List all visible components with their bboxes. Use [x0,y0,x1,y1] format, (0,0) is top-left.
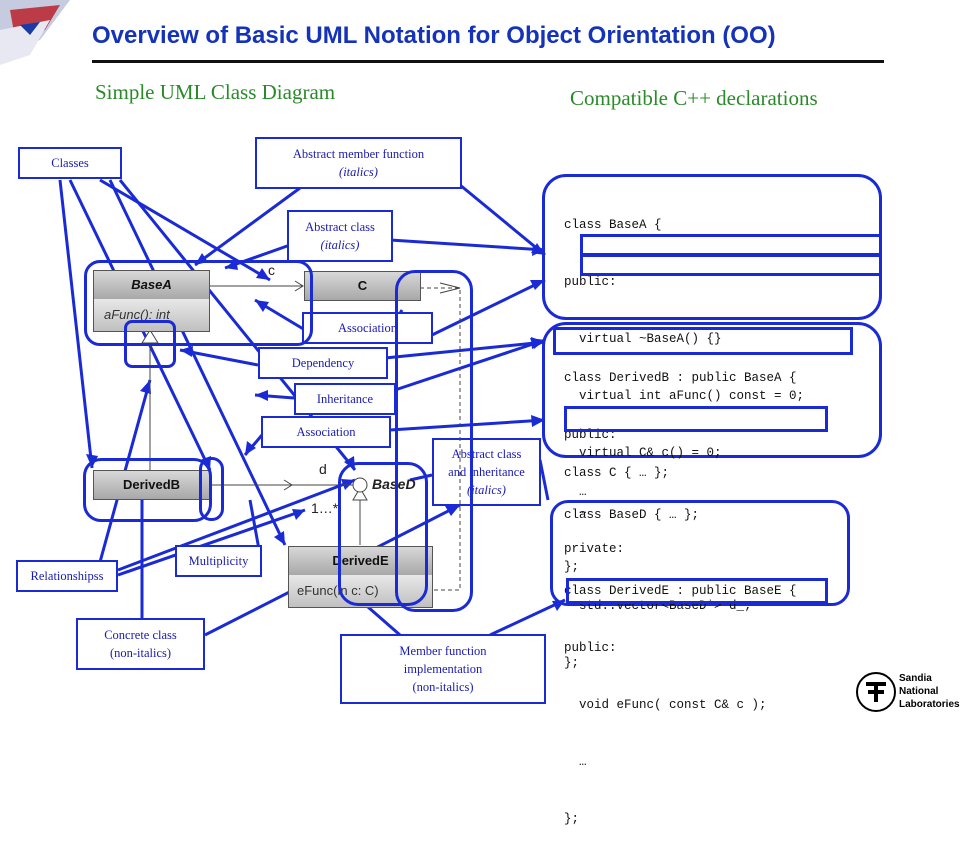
callout-concrete-class-label-1: Concrete class [104,627,177,642]
page-title: Overview of Basic UML Notation for Objec… [92,22,776,49]
class-derived-e-name: DerivedE [289,547,432,575]
code-panel-derived-e [550,500,850,606]
callout-multiplicity-label: Multiplicity [188,553,249,568]
callout-concrete-class-label-2: (non-italics) [109,646,172,660]
callout-association-top-label: Association [337,320,398,335]
code-line: }; [564,812,580,826]
code-line: public: [564,641,617,655]
logo-line-3: Laboratories [899,699,960,710]
highlight-code-vector [564,406,828,432]
logo-line-1: Sandia [899,673,932,684]
callout-member-function-implementation-label-1: Member function [399,643,487,658]
callout-multiplicity: Multiplicity [175,545,262,577]
callout-abstract-class-label: Abstract class [305,219,375,234]
callout-abstract-class-inheritance-label-1: Abstract class [451,446,522,461]
highlight-inheritance-arrow [124,320,176,368]
class-base-a-name: BaseA [94,271,209,299]
code-line: … [564,755,587,769]
code-base-a: class BaseA { public: virtual ~BaseA() {… [564,178,804,596]
highlight-code-efunc [566,578,828,604]
code-line: void eFunc( const C& c ); [564,698,767,712]
highlight-association-end [199,457,224,521]
callout-abstract-member-function-note: (italics) [339,165,378,179]
code-derived-e: class DerivedE : public BaseE { public: … [564,544,797,848]
highlight-code-derived-b-header [553,327,853,355]
class-derived-b-name: DerivedB [94,471,209,499]
callout-member-function-implementation-label-2: implementation [403,661,483,676]
code-class-c: class C { … }; [564,466,670,480]
class-derived-e: DerivedE eFunc(in c: C) [288,546,433,608]
callout-inheritance-label: Inheritance [316,391,374,406]
sandia-thunderbird-icon [866,682,886,702]
sandia-logo-mark [856,672,896,712]
callout-abstract-class: Abstract class (italics) [287,210,393,262]
class-derived-b: DerivedB [93,470,210,500]
callout-dependency-label: Dependency [291,355,355,370]
callout-concrete-class: Concrete class (non-italics) [76,618,205,670]
highlight-derived-b [83,458,212,522]
highlight-base-d [338,462,428,606]
callout-inheritance: Inheritance [294,383,396,415]
callout-classes-label: Classes [51,155,89,170]
code-line: class BaseA { [564,218,662,232]
class-base-d-name: BaseD [372,476,416,492]
callout-relationships: Relationshipss [16,560,118,592]
callout-dependency: Dependency [258,347,388,379]
flag-logo-decoration [0,0,70,65]
title-divider [92,60,884,63]
code-line: public: [564,275,617,289]
callout-abstract-class-inheritance: Abstract class and inheritance (italics) [432,438,541,506]
uml-relationship-lines [141,280,461,591]
highlight-base-a-abstract [84,260,313,346]
callout-member-function-implementation-label-3: (non-italics) [412,680,474,695]
subtitle-cpp: Compatible C++ declarations [570,86,818,110]
role-label-c: c [268,262,275,278]
callout-abstract-class-inheritance-note: (italics) [467,483,506,498]
code-panel-derived-b [542,322,882,458]
callout-association-bottom-label: Association [296,424,356,439]
code-line: virtual int aFunc() const = 0; [564,389,805,403]
subtitle-uml: Simple UML Class Diagram [95,80,336,104]
highlight-dependency-line [395,270,473,612]
callout-member-function-implementation: Member function implementation (non-italic… [340,634,546,704]
callout-abstract-member-function-label: Abstract member function [292,146,425,161]
role-label-d: d [319,461,327,477]
sandia-logo-text: Sandia National Laboratories [899,672,960,711]
callout-association-top: Association [302,312,433,344]
code-line: }; [564,656,580,670]
logo-line-2: National [899,686,939,697]
code-line: class DerivedB : public BaseA { [564,371,797,385]
code-line: virtual ~BaseA() {} [564,332,722,346]
highlight-code-afunc [580,234,882,256]
callout-abstract-member-function: Abstract member function (italics) [255,137,462,189]
class-base-a: BaseA aFunc(): int [93,270,210,332]
code-line: class DerivedE : public BaseE { [564,584,797,598]
highlight-code-c [580,254,882,276]
multiplicity-label: 1…* [311,500,339,516]
callout-association-bottom: Association [261,416,391,448]
code-line: }; [564,560,580,574]
callout-relationships-label: Relationshipss [30,568,104,583]
code-line: virtual C& c() = 0; [564,446,722,460]
class-base-a-member: aFunc(): int [94,299,209,331]
callout-classes: Classes [18,147,122,179]
callout-abstract-class-note: (italics) [320,238,360,252]
callout-abstract-class-inheritance-label-2: and inheritance [448,464,525,479]
code-line: … [564,485,587,499]
code-line: private: [564,542,625,556]
code-line: … [564,503,587,517]
code-base-d: class BaseD { … }; [564,508,700,522]
